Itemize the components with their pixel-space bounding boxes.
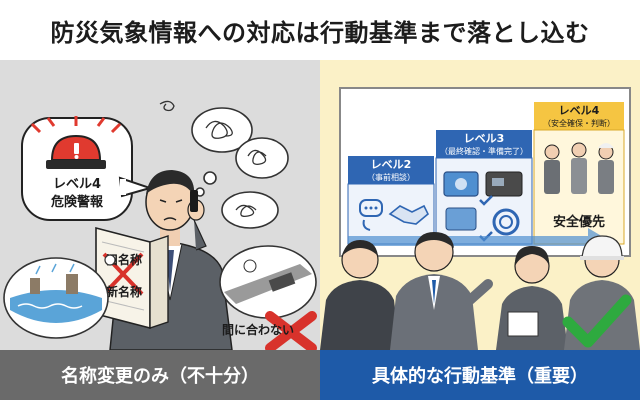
consult-icon bbox=[359, 199, 383, 231]
tool-icon bbox=[445, 207, 477, 231]
level4-title: レベル4 bbox=[559, 104, 600, 117]
left-illustration: レベル4 危険警報 bbox=[3, 100, 317, 350]
warning-name-text: 危険警報 bbox=[51, 194, 104, 210]
workers-icon bbox=[544, 142, 614, 194]
level2-sub: （事前相談） bbox=[367, 172, 415, 182]
traffic-scene bbox=[219, 245, 317, 319]
title-bar: 防災気象情報への対応は行動基準まで落とし込む bbox=[0, 0, 640, 60]
phone-icon bbox=[190, 190, 198, 212]
cross-icon bbox=[265, 311, 317, 350]
warning-level-text: レベル4 bbox=[53, 177, 101, 192]
check-icon bbox=[562, 294, 632, 348]
thought-bubbles bbox=[191, 107, 289, 229]
right-caption-bar: 具体的な行動基準（重要） bbox=[320, 350, 640, 400]
book-icon bbox=[95, 226, 169, 330]
level3-title: レベル3 bbox=[464, 132, 505, 145]
level3-sub: （最終確認・準備完了） bbox=[440, 146, 528, 156]
clipboard-icon bbox=[507, 311, 539, 337]
new-name-text: 新名称 bbox=[106, 284, 142, 299]
right-panel: レベル2 （事前相談） レベル3 （最終確認・準備完了） レベル4 （安全確保・… bbox=[320, 60, 640, 350]
left-caption: 名称変更のみ（不十分） bbox=[61, 366, 259, 387]
left-caption-bar: 名称変更のみ（不十分） bbox=[0, 350, 320, 400]
generator-icon bbox=[485, 171, 523, 197]
scribble-icon bbox=[159, 100, 267, 218]
pump-icon bbox=[443, 171, 479, 197]
level2-title: レベル2 bbox=[371, 158, 412, 171]
right-illustration: レベル2 （事前相談） レベル3 （最終確認・準備完了） レベル4 （安全確保・… bbox=[320, 87, 640, 350]
hose-icon bbox=[492, 208, 520, 236]
team-people bbox=[320, 232, 640, 350]
helmet-icon bbox=[581, 235, 623, 259]
page-title: 防災気象情報への対応は行動基準まで落とし込む bbox=[50, 18, 590, 47]
safety-first-label: 安全優先 bbox=[553, 214, 605, 230]
right-caption: 具体的な行動基準（重要） bbox=[372, 366, 588, 387]
siren-icon bbox=[30, 116, 122, 169]
old-name-text: 旧名称 bbox=[106, 252, 142, 267]
left-panel: レベル4 危険警報 bbox=[0, 60, 320, 350]
handshake-icon bbox=[388, 204, 429, 225]
flood-scene bbox=[3, 254, 116, 339]
too-late-label: 間に合わない bbox=[222, 322, 294, 337]
level4-sub: （安全確保・判断） bbox=[543, 118, 615, 128]
